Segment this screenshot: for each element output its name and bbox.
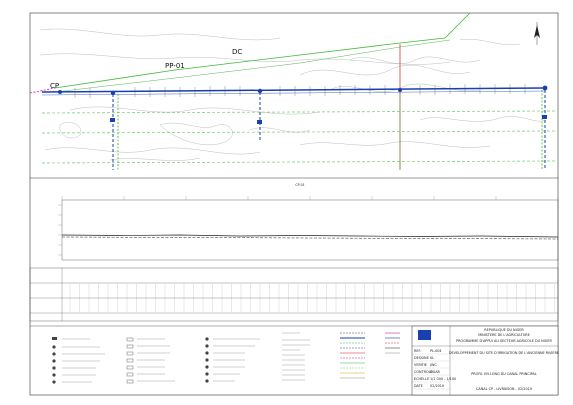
- title-block-field-value: PL-004: [430, 349, 442, 353]
- north-arrow-icon: [534, 22, 540, 45]
- legend: [30, 325, 558, 384]
- profile-data-table: [29, 267, 559, 322]
- pp-01-label: PP-01: [165, 62, 185, 70]
- main-canal-line: [41, 87, 546, 93]
- pp-01-line: [54, 12, 471, 89]
- table-tick-columns: [69, 284, 555, 312]
- title-block-field-label: DESSINE: [414, 356, 429, 360]
- title-line-6: CANAL CP - LIVRAISON - 02/2019: [476, 387, 532, 391]
- title-line-2: MINISTERE DE L'AGRICULTURE: [478, 333, 530, 337]
- company-logo: [418, 330, 431, 340]
- green-dashed-lines: [41, 110, 556, 164]
- title-block: REPUBLIQUE DU NIGER MINISTERE DE L'AGRIC…: [411, 325, 559, 396]
- profile-view: CP-01: [58, 183, 559, 261]
- title-block-field-value: 02/2019: [430, 384, 444, 388]
- profile-chainage-ticks: [61, 196, 559, 200]
- title-line-5: PROFIL EN LONG DU CANAL PRINCIPAL: [471, 372, 537, 376]
- cp-label: CP: [50, 82, 59, 90]
- title-block-field-label: VERIFIE: [414, 363, 427, 367]
- title-line-3: PROGRAMME D'APPUI AU SECTEUR AGRICOLE DU…: [456, 339, 552, 343]
- dc-label: DC: [232, 48, 242, 56]
- title-block-field-value: 1/1 000 - 1/100: [430, 377, 456, 381]
- title-line-1: REPUBLIQUE DU NIGER: [484, 328, 524, 332]
- profile-title: CP-01: [295, 183, 304, 187]
- title-block-field-label: ECHELLE: [414, 377, 429, 381]
- secondary-canals: [112, 90, 546, 170]
- magenta-dashed-line: [29, 87, 56, 94]
- title-line-4: DEVELOPPEMENT DU SITE D'IRRIGATION DE L'…: [449, 351, 559, 355]
- title-block-field-value: KL: [430, 356, 434, 360]
- canal-structures: [58, 85, 548, 124]
- profile-elevation-ticks: [58, 204, 62, 256]
- terrain-line: [61, 234, 559, 238]
- title-block-field-value: DGAR: [430, 370, 441, 374]
- title-block-field-label: DATE: [414, 384, 423, 388]
- secondary-drains: [117, 90, 543, 170]
- title-block-field-label: REF.: [414, 349, 421, 353]
- canal-chainage-ticks: [74, 84, 526, 98]
- canal-edge-line: [41, 90, 546, 96]
- title-block-field-label: CONTROLE: [414, 370, 433, 374]
- title-block-field-value: JWC: [429, 363, 437, 367]
- design-line: [61, 236, 559, 240]
- dc-line: [54, 39, 451, 93]
